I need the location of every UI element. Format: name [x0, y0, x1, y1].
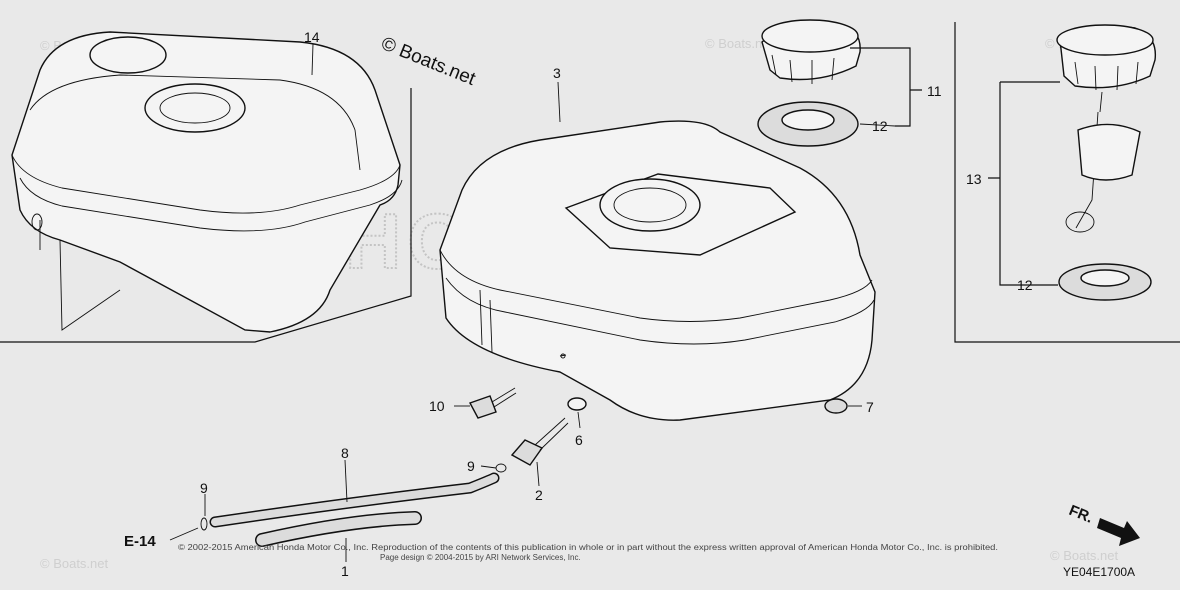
callout-2: 2 [535, 487, 543, 503]
direction-label: FR. [1067, 502, 1096, 527]
callout-13: 13 [966, 171, 982, 187]
seal-12-right [1058, 263, 1152, 301]
boats-net-watermark: © Boats.net [378, 33, 479, 90]
fuel-tank-14 [11, 31, 403, 333]
leader-lines [169, 43, 1058, 562]
arrow-icon [1097, 518, 1140, 546]
watermark: © Boats.net [1050, 548, 1119, 563]
seal-12-top [757, 101, 859, 147]
callout-6: 6 [575, 432, 583, 448]
left-panel-border [0, 88, 412, 343]
callout-12-top: 12 [872, 118, 888, 134]
clip-9-left [200, 517, 208, 531]
fuel-tank-3 [439, 120, 876, 421]
fuel-valve-2 [510, 417, 569, 466]
washer-6 [567, 397, 587, 411]
callout-11: 11 [927, 83, 942, 99]
grommet-7 [824, 398, 848, 414]
front-direction-indicator: FR. [1067, 502, 1140, 546]
callout-9-right: 9 [467, 458, 475, 474]
bracket-13 [988, 81, 1060, 286]
clip-9-right [495, 463, 507, 473]
bolt-10 [468, 387, 517, 419]
watermark: © Boats.net [705, 36, 774, 51]
callout-14: 14 [304, 29, 320, 45]
callout-12-right: 12 [1017, 277, 1033, 293]
watermark: © Boats.net [40, 556, 109, 571]
diagram-code: YE04E1700A [1063, 565, 1135, 579]
callouts: 14 3 11 12 13 12 10 6 7 8 9 2 9 1 [200, 29, 1033, 579]
right-panel-border [954, 22, 1180, 343]
callout-10: 10 [429, 398, 445, 414]
copyright-line-1: © 2002-2015 American Honda Motor Co., In… [178, 543, 998, 552]
bracket-11-12 [850, 47, 922, 127]
callout-7: 7 [866, 399, 874, 415]
callout-8: 8 [341, 445, 349, 461]
callout-1: 1 [341, 563, 349, 579]
reference-label: E-14 [124, 533, 156, 550]
copyright-line-2: Page design © 2004-2015 by ARI Network S… [380, 553, 581, 562]
callout-9-left: 9 [200, 480, 208, 496]
fuel-cap-assembly-13 [1056, 24, 1157, 233]
callout-3: 3 [553, 65, 561, 81]
fuel-cap-11 [761, 19, 861, 84]
